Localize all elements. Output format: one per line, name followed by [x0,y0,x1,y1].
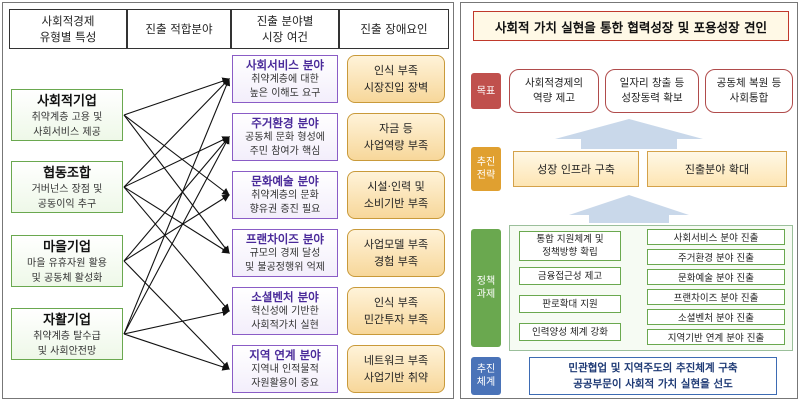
task-right-item: 문화예술 분야 진출 [647,269,785,285]
market-title: 프랜차이즈 분야 [245,232,325,246]
market-desc: 지역내 인적물적 자원활용이 중요 [251,364,319,389]
type-self-support-enterprise: 자활기업 취약계층 탈수급 및 사회안전망 [11,308,123,360]
market-desc: 취약계층의 문화 향유권 증진 필요 [249,190,321,215]
task-label: 정책 과제 [471,229,501,347]
market-housing: 주거환경 분야 공동체 문화 형성에 주민 참여가 핵심 [232,113,338,161]
arrow [123,78,230,188]
market-title: 소셜벤처 분야 [251,290,319,304]
market-social-service: 사회서비스 분야 취약계층에 대한 높은 이해도 요구 [232,55,338,103]
arrow [123,136,230,188]
arrow [123,260,230,370]
type-village-enterprise: 마을기업 마을 유휴자원 활용 및 공동체 활성화 [11,235,123,287]
arrow [123,114,230,254]
market-regional-link: 지역 연계 분야 지역내 인적물적 자원활용이 중요 [232,345,338,393]
task-right-item: 소셜벤처 분야 진출 [647,309,785,325]
strategy-label: 추진 전략 [471,147,501,191]
task-left-item: 인력양성 체계 강화 [519,323,621,341]
header-suitable-field: 진출 적합분야 [127,9,231,49]
type-desc: 취약계층 탈수급 및 사회안전망 [33,331,101,357]
up-arrow-icon [569,195,689,223]
arrow [123,136,230,335]
type-title: 사회적기업 [37,94,97,109]
task-right-item: 프랜차이즈 분야 진출 [647,289,785,305]
strategy-infrastructure: 성장 인프라 구축 [513,151,639,187]
left-panel: 사회적경제 유형별 특성 진출 적합분야 진출 분야별 시장 여건 진출 장애요… [2,2,454,399]
type-desc: 취약계층 고용 및 사회서비스 제공 [31,112,103,138]
goal-jobs: 일자리 창출 등 성장동력 확보 [605,69,699,113]
market-desc: 취약계층에 대한 높은 이해도 요구 [249,74,321,99]
right-panel: 사회적 가치 실현을 통한 협력성장 및 포용성장 견인 목표 추진 전략 정책… [460,2,798,399]
up-arrow-icon [555,119,703,149]
connector-arrows [123,77,231,371]
barrier-box: 네트워크 부족 사업기반 취약 [347,345,445,393]
market-title: 주거환경 분야 [251,116,319,130]
barrier-box: 자금 등 사업역량 부족 [347,113,445,161]
arrow [123,333,231,371]
market-title: 문화예술 분야 [251,174,319,188]
task-left-item: 통합 지원체계 및 정책방향 확립 [519,231,621,261]
task-right-item: 주거환경 분야 진출 [647,249,785,265]
type-desc: 거버넌스 장점 및 공동이익 추구 [31,184,103,210]
strategy-field-expansion: 진출분야 확대 [647,151,787,187]
market-title: 사회서비스 분야 [245,58,325,72]
arrow [123,194,230,262]
market-desc: 혁신성에 기반한 사회적가치 실현 [251,306,319,331]
type-cooperative: 협동조합 거버넌스 장점 및 공동이익 추구 [11,161,123,213]
barrier-box: 사업모델 부족 경험 부족 [347,229,445,277]
header-entry-barrier: 진출 장애요인 [339,9,449,49]
type-title: 마을기업 [43,240,91,255]
arrow [123,186,230,254]
barrier-box: 인식 부족 민간투자 부족 [347,287,445,335]
barrier-box: 시설·인력 및 소비기반 부족 [347,171,445,219]
market-title: 지역 연계 분야 [249,348,321,362]
arrow [123,114,230,196]
header-market-condition: 진출 분야별 시장 여건 [231,9,339,49]
arrow [123,186,230,312]
type-title: 자활기업 [43,313,91,328]
market-social-venture: 소셜벤처 분야 혁신성에 기반한 사회적가치 실현 [232,287,338,335]
task-right-item: 지역기반 연계 분야 진출 [647,329,785,345]
type-desc: 마을 유휴자원 활용 및 공동체 활성화 [27,258,107,284]
task-left-item: 금융접근성 제고 [519,267,621,285]
arrow [123,308,231,335]
goal-label: 목표 [471,73,501,109]
type-social-enterprise: 사회적기업 취약계층 고용 및 사회서비스 제공 [11,89,123,141]
system-box: 민관협업 및 지역주도의 추진체계 구축 공공부문이 사회적 가치 실현을 선도 [529,357,777,395]
task-right-item: 사회서비스 분야 진출 [647,229,785,245]
market-desc: 공동체 문화 형성에 주민 참여가 핵심 [245,132,325,157]
arrow [123,136,230,262]
market-desc: 규모의 경제 달성 및 불공정행위 억제 [245,248,325,273]
type-title: 협동조합 [43,166,91,181]
system-label: 추진 체계 [471,357,501,395]
vision-title: 사회적 가치 실현을 통한 협력성장 및 포용성장 견인 [473,11,789,41]
goal-capacity: 사회적경제의 역량 제고 [509,69,599,113]
barrier-box: 인식 부족 시장진입 장벽 [347,55,445,103]
header-type-characteristics: 사회적경제 유형별 특성 [9,9,127,49]
arrow [123,77,231,116]
goal-integration: 공동체 복원 등 사회통합 [705,69,793,113]
market-culture-arts: 문화예술 분야 취약계층의 문화 향유권 증진 필요 [232,171,338,219]
market-franchise: 프랜차이즈 분야 규모의 경제 달성 및 불공정행위 억제 [232,229,338,277]
arrow [123,77,231,335]
task-left-item: 판로확대 지원 [519,295,621,313]
